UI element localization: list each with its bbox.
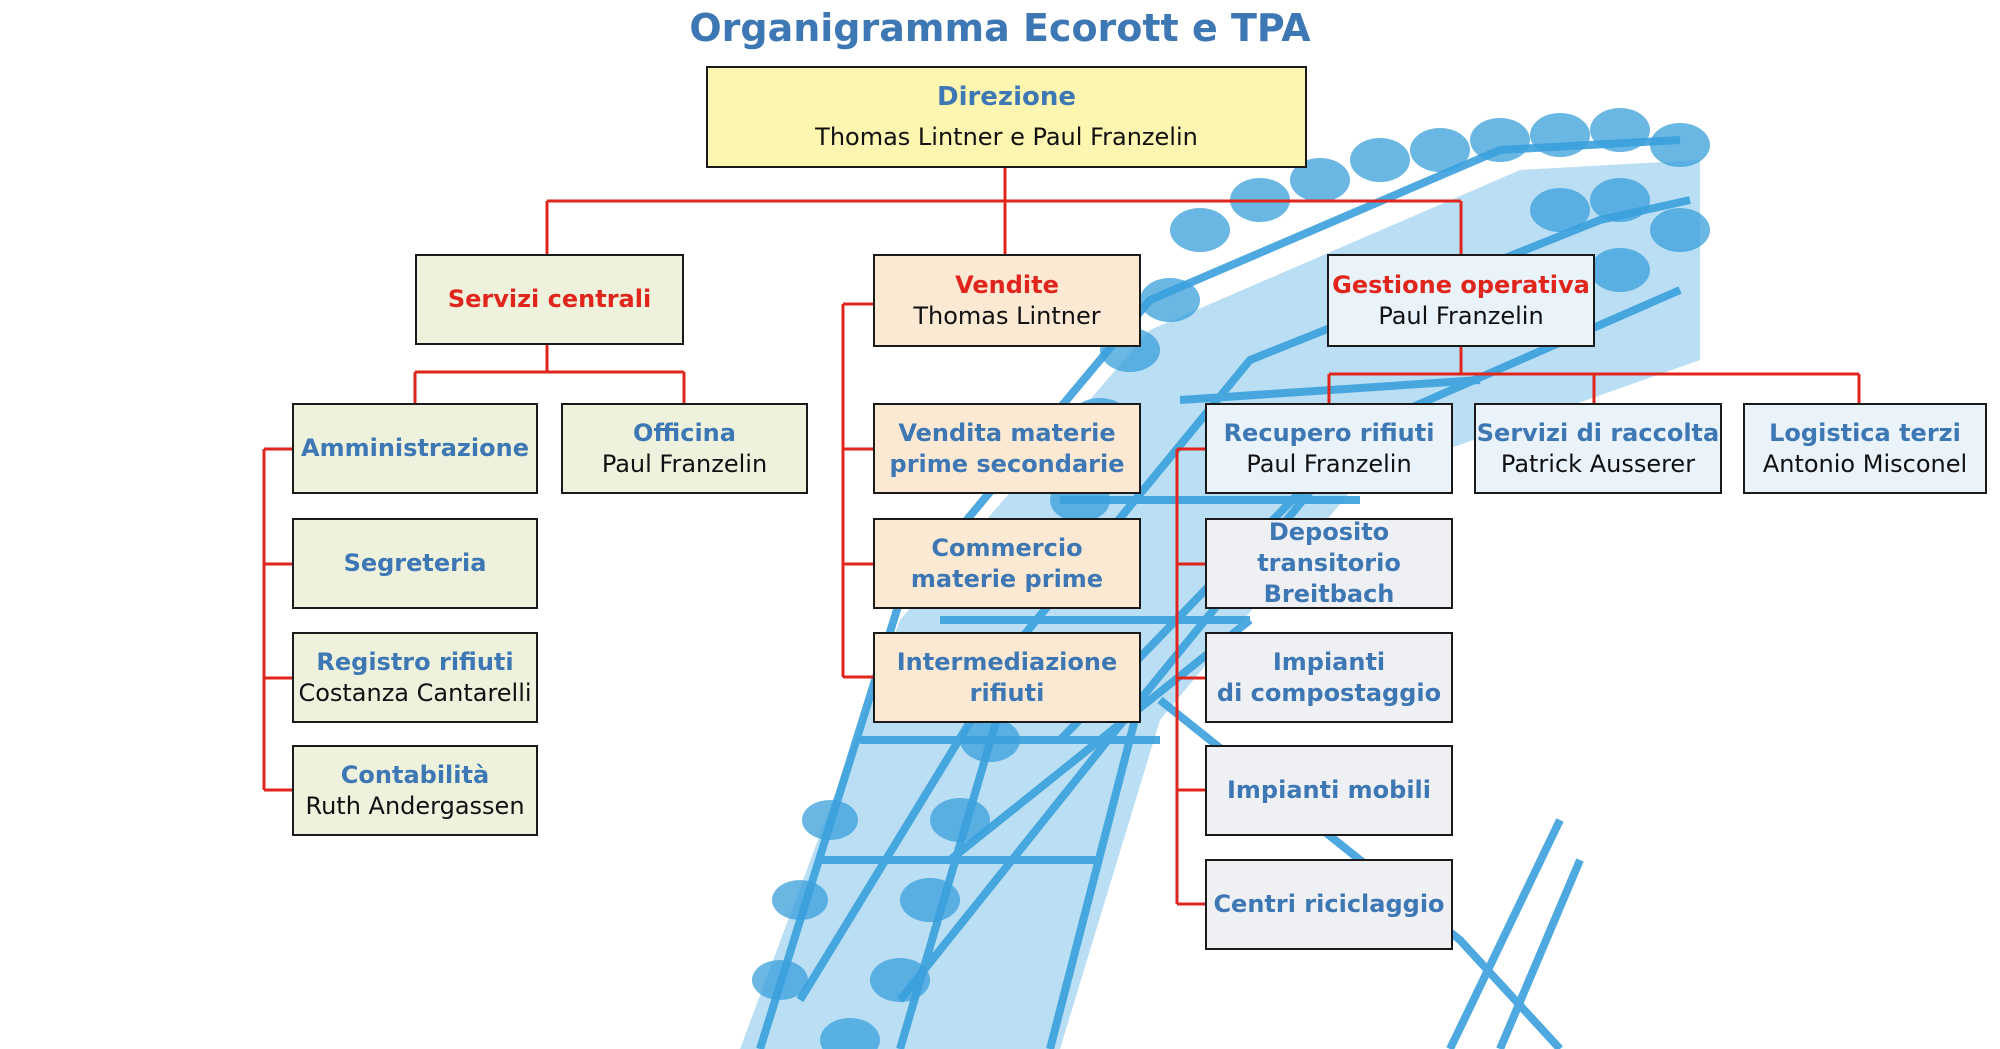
registro-rifiuti-heading: Registro rifiuti — [316, 647, 514, 676]
contabilita-heading: Contabilità — [340, 760, 490, 789]
vendita-mps-heading: Vendita materie prime secondarie — [889, 418, 1125, 478]
gestione-operativa-person: Paul Franzelin — [1378, 301, 1544, 330]
raccolta-person: Patrick Ausserer — [1500, 449, 1696, 478]
box-impianti-mobili: Impianti mobili — [1205, 745, 1453, 836]
box-direzione: Direzione Thomas Lintner e Paul Franzeli… — [706, 66, 1307, 168]
box-logistica-terzi: Logistica terzi Antonio Misconel — [1743, 403, 1987, 494]
box-impianti-di-compostaggio: Impianti di compostaggio — [1205, 632, 1453, 723]
box-intermediazione-rifiuti: Intermediazione rifiuti — [873, 632, 1141, 723]
gestione-operativa-heading: Gestione operativa — [1332, 270, 1590, 299]
box-servizi-di-raccolta: Servizi di raccolta Patrick Ausserer — [1474, 403, 1722, 494]
direzione-person: Thomas Lintner e Paul Franzelin — [815, 123, 1198, 151]
logistica-heading: Logistica terzi — [1769, 418, 1961, 447]
centri-heading: Centri riciclaggio — [1213, 890, 1445, 918]
box-contabilita: Contabilità Ruth Andergassen — [292, 745, 538, 836]
segreteria-heading: Segreteria — [343, 549, 487, 577]
box-commercio-materie-prime: Commercio materie prime — [873, 518, 1141, 609]
commercio-heading: Commercio materie prime — [910, 533, 1104, 593]
box-gestione-operativa: Gestione operativa Paul Franzelin — [1327, 254, 1595, 347]
mobili-heading: Impianti mobili — [1226, 776, 1432, 804]
logistica-person: Antonio Misconel — [1762, 449, 1968, 478]
vendite-person: Thomas Lintner — [913, 301, 1101, 330]
box-centri-riciclaggio: Centri riciclaggio — [1205, 859, 1453, 950]
box-recupero-rifiuti: Recupero rifiuti Paul Franzelin — [1205, 403, 1453, 494]
box-registro-rifiuti: Registro rifiuti Costanza Cantarelli — [292, 632, 538, 723]
compostaggio-heading: Impianti di compostaggio — [1216, 647, 1442, 707]
raccolta-heading: Servizi di raccolta — [1476, 418, 1720, 447]
box-segreteria: Segreteria — [292, 518, 538, 609]
officina-heading: Officina — [633, 418, 736, 447]
box-servizi-centrali: Servizi centrali — [415, 254, 684, 345]
intermediazione-heading: Intermediazione rifiuti — [896, 647, 1118, 707]
servizi-centrali-heading: Servizi centrali — [447, 285, 652, 313]
registro-rifiuti-person: Costanza Cantarelli — [298, 678, 532, 707]
box-deposito-transitorio-breitbach: Deposito transitorio Breitbach — [1205, 518, 1453, 609]
recupero-person: Paul Franzelin — [1246, 449, 1412, 478]
recupero-heading: Recupero rifiuti — [1223, 418, 1435, 447]
direzione-heading: Direzione — [936, 82, 1076, 112]
amministrazione-heading: Amministrazione — [301, 434, 529, 462]
contabilita-person: Ruth Andergassen — [305, 791, 525, 820]
box-vendita-materie-prime-secondarie: Vendita materie prime secondarie — [873, 403, 1141, 494]
deposito-heading: Deposito transitorio Breitbach — [1257, 518, 1401, 608]
box-vendite: Vendite Thomas Lintner — [873, 254, 1141, 347]
officina-person: Paul Franzelin — [601, 449, 768, 478]
box-amministrazione: Amministrazione — [292, 403, 538, 494]
page-title: Organigramma Ecorott e TPA — [689, 6, 1311, 50]
box-officina: Officina Paul Franzelin — [561, 403, 808, 494]
vendite-heading: Vendite — [955, 270, 1059, 299]
